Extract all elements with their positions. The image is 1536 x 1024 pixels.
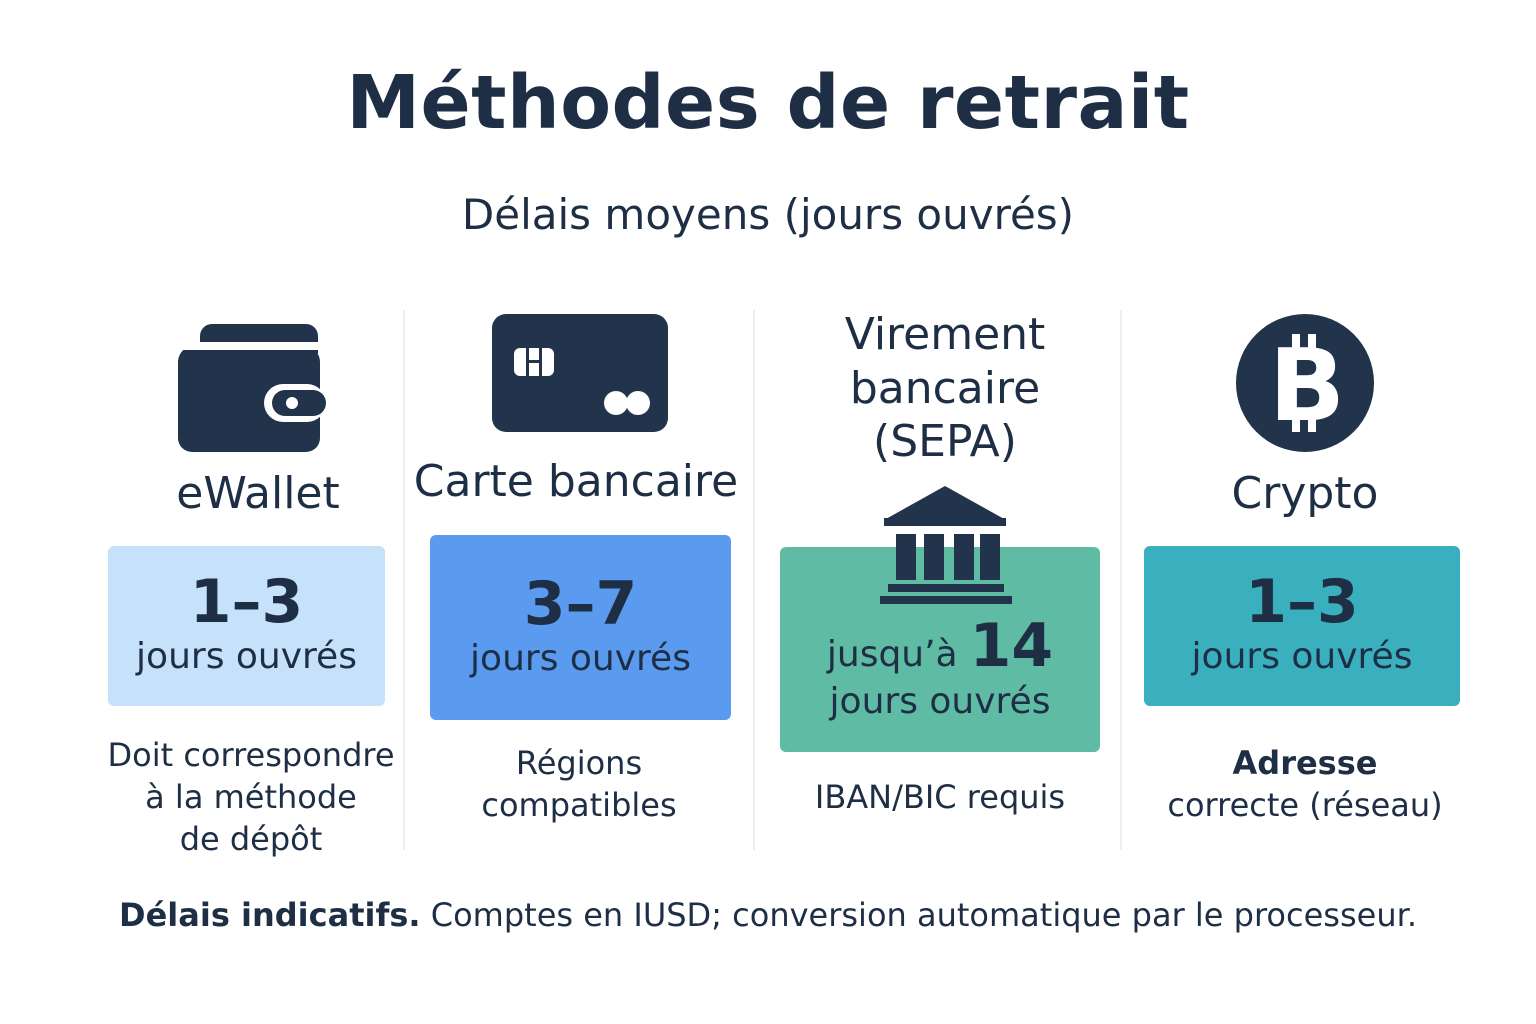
page-subtitle: Délais moyens (jours ouvrés) <box>461 190 1075 239</box>
delay-box: 1–3 jours ouvrés <box>1144 546 1460 706</box>
method-note: Adresse correcte (réseau) <box>1167 744 1443 825</box>
footer-text: Comptes en IUSD; conversion automatique … <box>420 896 1417 934</box>
method-note: Doit correspondre à la méthode de dépôt <box>107 736 395 859</box>
method-note: IBAN/BIC requis <box>814 778 1066 816</box>
method-note: Régions compatibles <box>481 744 677 825</box>
column-divider <box>753 310 755 850</box>
delay-value: 1–3 <box>189 567 304 638</box>
delay-unit: jours ouvrés <box>829 681 1051 723</box>
delay-value: 1–3 <box>1245 567 1359 638</box>
svg-text:B: B <box>1269 327 1345 444</box>
column-divider <box>403 310 405 850</box>
delay-value: 3–7 <box>523 568 638 639</box>
method-name: eWallet <box>176 468 340 519</box>
wallet-icon <box>176 324 328 452</box>
delay-box: 3–7 jours ouvrés <box>430 535 731 720</box>
delay-unit: jours ouvrés <box>470 637 691 679</box>
column-divider <box>1120 310 1122 850</box>
page-title: Méthodes de retrait <box>346 60 1190 146</box>
delay-box: 1–3 jours ouvrés <box>108 546 385 706</box>
delay-unit: jours ouvrés <box>136 636 357 678</box>
bitcoin-icon: B <box>1236 314 1374 452</box>
delay-unit: jours ouvrés <box>1191 636 1413 678</box>
delay-box: jusqu’à 14 jours ouvrés <box>780 547 1100 752</box>
delay-value: 14 <box>969 611 1054 682</box>
credit-card-icon <box>492 314 668 432</box>
method-name: Virement bancaire (SEPA) <box>844 309 1046 468</box>
footer-note: Délais indicatifs. Comptes en IUSD; conv… <box>0 896 1536 934</box>
method-name: Crypto <box>1231 468 1379 519</box>
footer-bold: Délais indicatifs. <box>119 896 421 934</box>
bank-icon <box>880 486 1012 604</box>
method-name: Carte bancaire <box>413 456 739 507</box>
delay-value-line: jusqu’à 14 <box>827 615 1053 679</box>
delay-prefix: jusqu’à <box>826 634 958 676</box>
